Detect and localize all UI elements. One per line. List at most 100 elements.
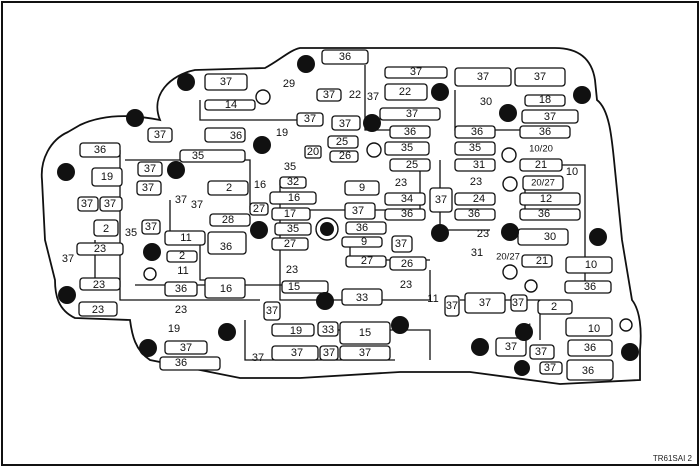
passage-label: 37	[544, 362, 556, 374]
passage-label: 30	[480, 96, 492, 108]
passage-label: 28	[222, 214, 234, 226]
passage-label: 2	[226, 182, 232, 194]
passage-label: 25	[336, 136, 348, 148]
bolt-hole	[621, 343, 639, 361]
passage-label: 10/20	[529, 144, 553, 155]
passage-label: 19	[276, 127, 288, 139]
passage-label: 12	[540, 193, 552, 205]
passage-label: 35	[401, 142, 413, 154]
passage-label: 37	[191, 199, 203, 211]
passage-label: 29	[283, 78, 295, 90]
passage-label: 14	[225, 99, 237, 111]
passage-label: 23	[400, 279, 412, 291]
passage-label: 33	[322, 324, 334, 336]
passage-label: 23	[175, 304, 187, 316]
passage-label: 36	[94, 144, 106, 156]
passage-label: 37	[477, 71, 489, 83]
bolt-hole	[501, 223, 519, 241]
passage-label: 37	[339, 118, 351, 130]
bolt-hole	[316, 292, 334, 310]
passage-label: 37	[406, 108, 418, 120]
passage-label: 30	[544, 231, 556, 243]
passage-label: 10	[588, 323, 600, 335]
bolt-hole	[320, 222, 334, 236]
passage-label: 37	[304, 113, 316, 125]
passage-label: 37	[410, 66, 422, 78]
passage-label: 37	[252, 352, 264, 364]
passage-label: 36	[220, 241, 232, 253]
passage-label: 36	[582, 365, 594, 377]
passage-label: 31	[471, 247, 483, 259]
bolt-hole	[57, 163, 75, 181]
bolt-hole	[58, 286, 76, 304]
bolt-hole	[218, 323, 236, 341]
passage-label: 37	[359, 347, 371, 359]
passage-label: 36	[339, 51, 351, 63]
passage-label: 37	[544, 111, 556, 123]
passage-labels: 36 37 37 37 37 29 37 22 37 22 14 30 18 3…	[62, 49, 614, 381]
passage-label: 2	[551, 301, 557, 313]
passage-label: 32	[287, 176, 299, 188]
passage-label: 23	[395, 177, 407, 189]
passage-label: 26	[401, 258, 413, 270]
passage-label: 27	[284, 238, 296, 250]
passage-label: 36	[471, 126, 483, 138]
passage-label: 22	[349, 89, 361, 101]
passage-label: 37	[352, 205, 364, 217]
passage-label: 19	[168, 323, 180, 335]
bolt-hole	[431, 224, 449, 242]
passage-label: 19	[290, 325, 302, 337]
passage-label: 21	[536, 255, 548, 267]
passage-label: 36	[356, 222, 368, 234]
passage-label: 18	[539, 94, 551, 106]
passage-label: 35	[125, 227, 137, 239]
passage-label: 20/27	[531, 178, 555, 189]
passage-label: 31	[473, 159, 485, 171]
bolt-hole	[573, 86, 591, 104]
bolt-hole	[250, 221, 268, 239]
passage-label: 19	[101, 171, 113, 183]
bolt-hole	[167, 161, 185, 179]
passage-label: 37	[395, 238, 407, 250]
passage-label: 37	[535, 346, 547, 358]
passage-label: 37	[142, 182, 154, 194]
passage-label: 36	[539, 126, 551, 138]
bolt-hole	[126, 109, 144, 127]
passage-label: 16	[220, 283, 232, 295]
passage-label: 36	[175, 357, 187, 369]
passage-label: 16	[254, 179, 266, 191]
passage-label: 23	[93, 279, 105, 291]
port-circles	[143, 89, 633, 332]
bolt-hole	[515, 323, 533, 341]
passage-label: 23	[470, 176, 482, 188]
bolt-hole	[589, 228, 607, 246]
passage-label: 26	[339, 150, 351, 162]
bolt-hole	[471, 338, 489, 356]
bolt-hole	[391, 316, 409, 334]
passage-label: 36	[401, 208, 413, 220]
passage-label: 37	[367, 91, 379, 103]
passage-label: 37	[81, 198, 93, 210]
bolt-hole	[143, 243, 161, 261]
bolt-hole	[139, 339, 157, 357]
passage-label: 23	[286, 264, 298, 276]
passage-label: 37	[175, 194, 187, 206]
passage-label: 37	[323, 89, 335, 101]
passage-label: 37	[62, 253, 74, 265]
passage-label: 37	[435, 194, 447, 206]
passage-label: 11	[180, 232, 191, 244]
passage-label: 27	[253, 203, 265, 215]
passage-label: 36	[584, 342, 596, 354]
passage-label: 37	[505, 341, 517, 353]
passage-label: 37	[104, 198, 116, 210]
bolt-hole	[253, 136, 271, 154]
passage-label: 21	[535, 159, 547, 171]
passage-label: 37	[144, 163, 156, 175]
passage-label: 9	[361, 236, 367, 248]
passage-label: 27	[361, 255, 373, 267]
passage-label: 22	[399, 86, 411, 98]
bolt-hole	[431, 83, 449, 101]
passage-label: 35	[284, 161, 296, 173]
